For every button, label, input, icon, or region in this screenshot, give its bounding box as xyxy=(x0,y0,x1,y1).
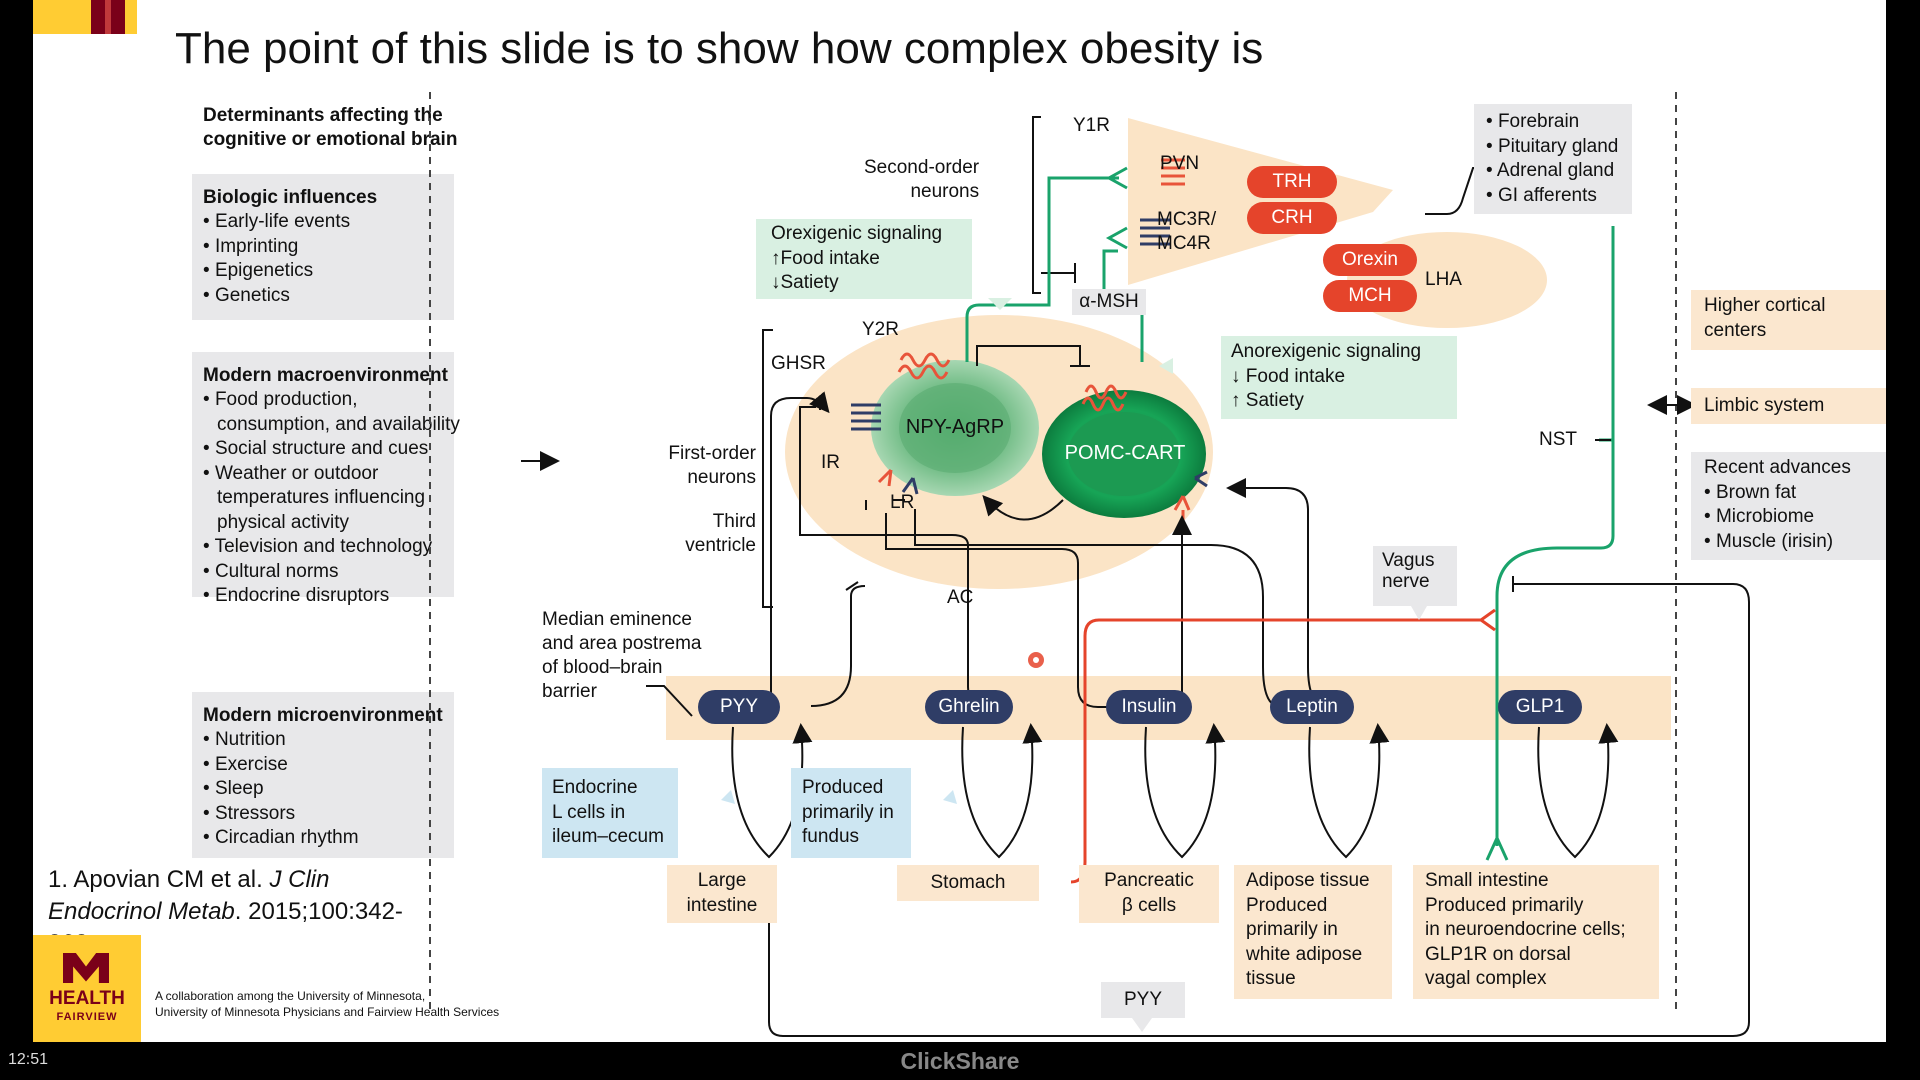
trh-pill: TRH xyxy=(1247,166,1337,198)
hormone-ghrelin: Ghrelin xyxy=(925,690,1013,724)
health-fairview-logo: HEALTH FAIRVIEW xyxy=(33,935,141,1042)
crh-pill: CRH xyxy=(1247,202,1337,234)
list-item: Cultural norms xyxy=(203,560,454,585)
list-item: Television and technology xyxy=(203,535,454,560)
list-item: Pituitary gland xyxy=(1486,135,1632,160)
biologic-title: Biologic influences xyxy=(203,187,378,208)
list-item: Stressors xyxy=(203,802,454,827)
list-item: Forebrain xyxy=(1486,110,1632,135)
brand-bar xyxy=(33,0,137,34)
list-item: Exercise xyxy=(203,753,454,778)
npy-agrp-cell-label: NPY-AgRP xyxy=(905,416,1005,438)
macroenvironment-box: Modern macroenvironment Food production,… xyxy=(192,352,460,606)
macro-title: Modern macroenvironment xyxy=(203,365,448,386)
recent-advances-box: Recent advances Brown fat Microbiome Mus… xyxy=(1691,452,1886,560)
list-item: Adrenal gland xyxy=(1486,159,1632,184)
limbic-box: Limbic system xyxy=(1691,388,1886,424)
list-item: Early-life events xyxy=(203,210,454,235)
list-item: Microbiome xyxy=(1704,505,1886,530)
label-pvn: PVN xyxy=(1160,153,1200,174)
list-item: Weather or outdoor temperatures influenc… xyxy=(203,462,467,536)
logo-text-fairview: FAIRVIEW xyxy=(56,1011,118,1023)
anorexigenic-box: Anorexigenic signaling↓ Food intake↑ Sat… xyxy=(1221,336,1457,419)
list-item: Brown fat xyxy=(1704,481,1886,506)
label-lr: LR xyxy=(890,492,915,513)
hormone-pyy: PYY xyxy=(698,690,780,724)
slide-title: The point of this slide is to show how c… xyxy=(175,24,1264,73)
list-item: Social structure and cues xyxy=(203,437,454,462)
slide: The point of this slide is to show how c… xyxy=(33,0,1886,1042)
pomc-cart-cell-label: POMC-CART xyxy=(1064,442,1186,464)
targets-box: Forebrain Pituitary gland Adrenal gland … xyxy=(1474,104,1632,214)
list-item: Imprinting xyxy=(203,235,454,260)
hormone-leptin: Leptin xyxy=(1270,690,1354,724)
orexin-pill: Orexin xyxy=(1323,244,1417,276)
list-item: Endocrine disruptors xyxy=(203,584,454,609)
list-item: Food production, consumption, and availa… xyxy=(203,388,467,437)
label-y1r: Y1R xyxy=(1073,115,1110,136)
biologic-influences-box: Biologic influences Early-life events Im… xyxy=(192,174,454,320)
diagram-shapes xyxy=(429,92,1750,1037)
clickshare-label: ClickShare xyxy=(900,1048,1020,1074)
label-mc3r: MC3R/MC4R xyxy=(1157,209,1217,254)
hormone-insulin: Insulin xyxy=(1106,690,1192,724)
mch-pill: MCH xyxy=(1323,280,1417,312)
stomach-box: Stomach xyxy=(897,865,1039,901)
orexigenic-box: Orexigenic signaling↑Food intake↓Satiety xyxy=(756,219,972,299)
list-item: Nutrition xyxy=(203,728,454,753)
footer-text: A collaboration among the University of … xyxy=(155,989,500,1019)
list-item: Genetics xyxy=(203,284,454,309)
list-item: Muscle (irisin) xyxy=(1704,530,1886,555)
label-lha: LHA xyxy=(1425,269,1462,290)
label-ir: IR xyxy=(821,452,840,473)
label-ghsr: GHSR xyxy=(771,353,826,374)
alpha-msh-label: α-MSH xyxy=(1072,289,1146,315)
taskbar: 12:51 ClickShare xyxy=(0,1042,1920,1080)
micro-title: Modern microenvironment xyxy=(203,705,443,726)
label-y2r: Y2R xyxy=(862,319,899,340)
list-item: Circadian rhythm xyxy=(203,826,454,851)
clock: 12:51 xyxy=(8,1051,49,1068)
logo-text-health: HEALTH xyxy=(49,988,125,1009)
microenvironment-box: Modern microenvironment Nutrition Exerci… xyxy=(192,692,454,858)
list-item: Sleep xyxy=(203,777,454,802)
list-item: GI afferents xyxy=(1486,184,1632,209)
list-item: Epigenetics xyxy=(203,259,454,284)
pyy-bottom-label: PYY xyxy=(1101,982,1185,1018)
hormone-glp1: GLP1 xyxy=(1498,690,1582,724)
label-nst: NST xyxy=(1539,429,1577,450)
label-ac: AC xyxy=(947,587,974,608)
